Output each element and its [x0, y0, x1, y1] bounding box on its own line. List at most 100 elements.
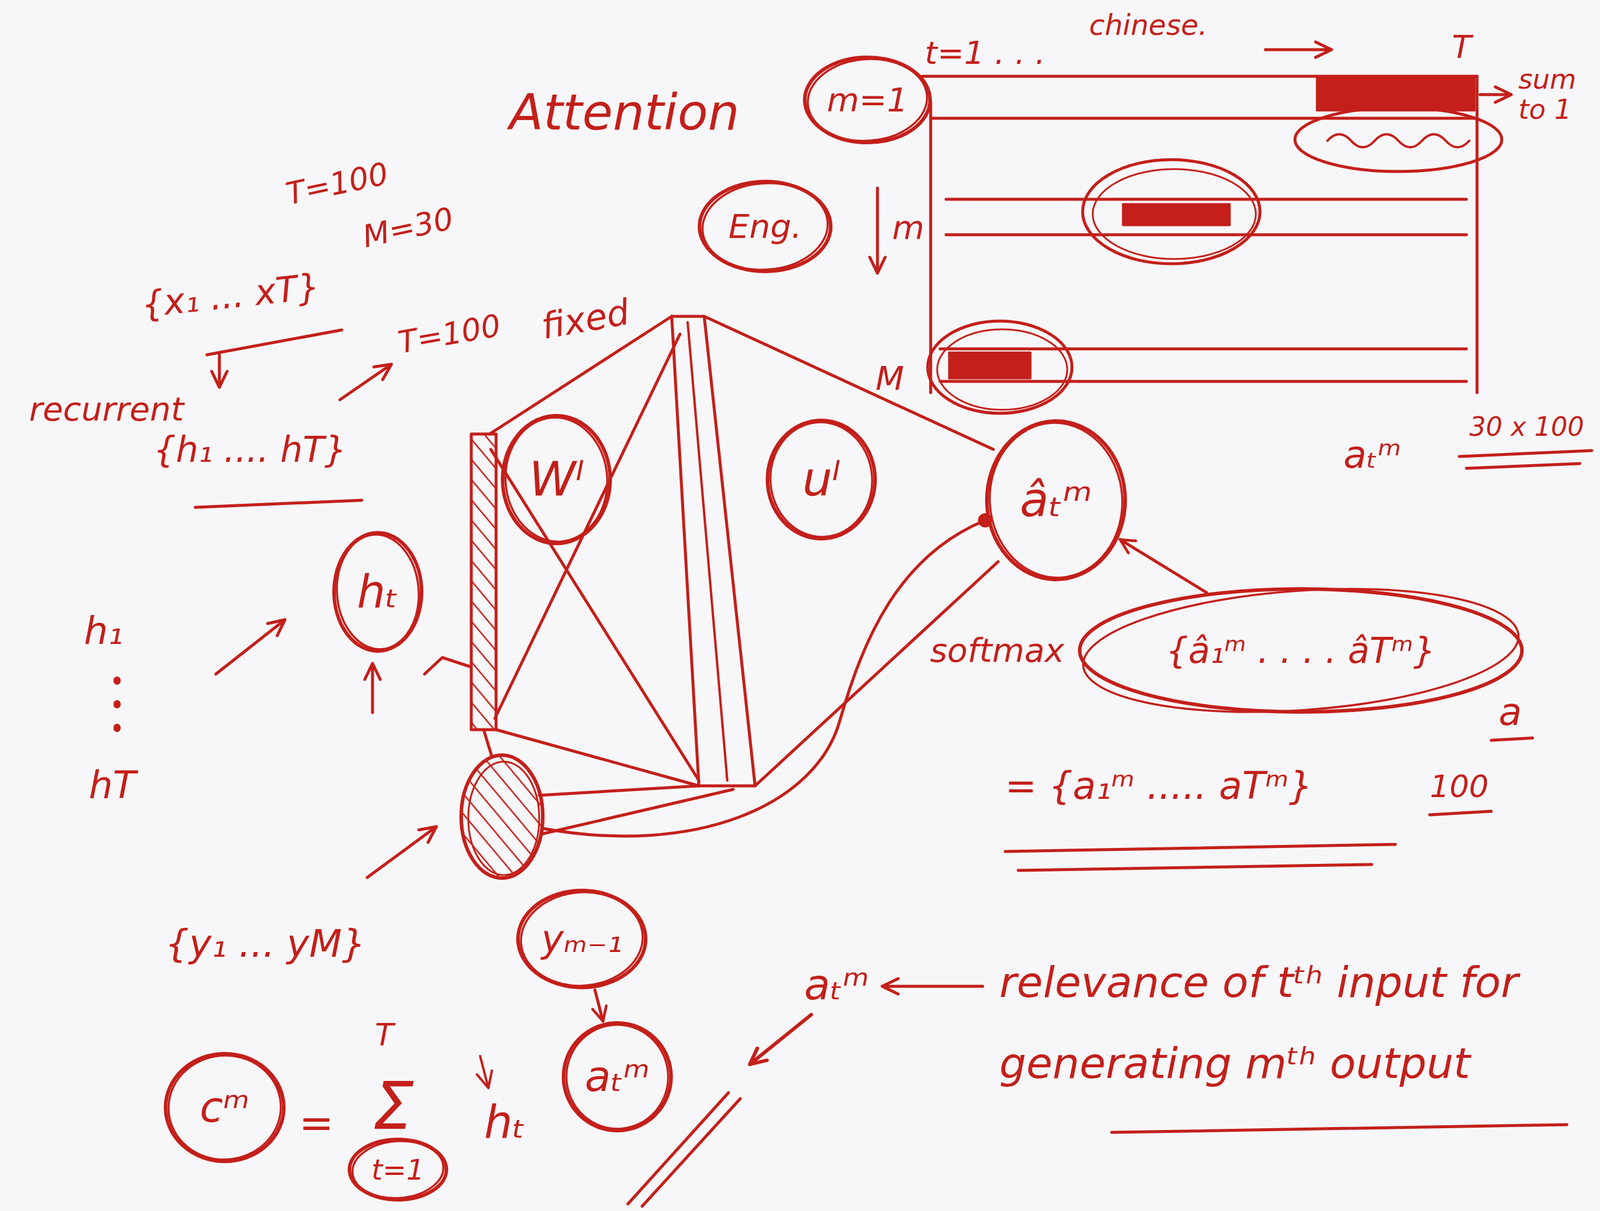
index-circle: m=1 [802, 54, 933, 145]
symbol: aₜᵐ [1343, 435, 1402, 475]
matrix-line [1475, 76, 1479, 393]
outline-ellipse [517, 888, 647, 990]
node-text: {â₁ᵐ . . . . âTᵐ} [1165, 630, 1436, 670]
matrix-line [930, 117, 1478, 121]
axis-label: m [892, 210, 925, 246]
node-text: aₜᵐ [584, 1053, 650, 1100]
highlight-ellipse [1082, 159, 1261, 264]
connector-stroke [424, 657, 472, 675]
underline [1005, 844, 1396, 871]
title: Attention [509, 86, 740, 139]
symbol: aₜᵐ [804, 962, 870, 1008]
outline-ellipse [562, 1021, 672, 1133]
ellipsis-dots [113, 679, 121, 729]
outline-ellipse [767, 420, 876, 539]
sequence: {y₁ ... yM} [164, 924, 367, 964]
node-text: cᵐ [199, 1083, 250, 1131]
highlight-ellipse [1294, 107, 1502, 172]
underline [206, 329, 342, 355]
underline [1459, 450, 1592, 469]
time-axis-label: t=1 . . . [924, 36, 1046, 71]
arrow [1479, 86, 1512, 103]
dimension: T=100 [395, 309, 503, 359]
equation: = [299, 1101, 335, 1146]
symbol: hₜ [484, 1098, 527, 1146]
note: sum to 1 [1518, 64, 1591, 125]
node-text: t=1 [371, 1154, 425, 1186]
outline-ellipse [164, 1051, 285, 1164]
note: recurrent [28, 392, 184, 427]
arrow [339, 364, 392, 400]
hidden-state-circle: hₜ [331, 530, 424, 654]
connector-arrow [594, 989, 604, 1022]
arrow [749, 1014, 812, 1065]
highlight-ellipse [1092, 169, 1256, 259]
outline-ellipse [766, 418, 876, 541]
dimension: M=30 [360, 202, 457, 254]
node-text: Wˡ [529, 453, 584, 506]
outline-ellipse [984, 418, 1128, 583]
outline-ellipse [1079, 575, 1523, 726]
arrow [477, 1056, 492, 1088]
arrow [1265, 41, 1332, 58]
outline-ellipse [1079, 588, 1522, 712]
arrow [882, 978, 983, 994]
ellipse-holder: {â₁ᵐ . . . . âTᵐ} [1077, 586, 1525, 715]
connector-arrow [1119, 539, 1207, 593]
node-text: hₜ [357, 567, 400, 617]
node-text: yₘ₋₁ [541, 918, 623, 960]
outline-ellipse [563, 1022, 672, 1131]
weight-circle: Wˡ [500, 413, 613, 546]
language-note: chinese. [1089, 10, 1208, 40]
attention-block [1316, 78, 1475, 111]
axis-label: M [875, 361, 905, 397]
dimension: 100 [1429, 770, 1489, 803]
outline-ellipse [332, 531, 423, 652]
node-text: Eng. [728, 208, 802, 245]
highlight-ellipse [927, 321, 1072, 414]
arrow [215, 619, 285, 675]
network-line [755, 561, 999, 786]
hidden-layer-bar [471, 433, 497, 730]
matrix-line [946, 198, 1467, 202]
node-text: m=1 [826, 81, 908, 119]
outline-ellipse [699, 179, 831, 274]
outline-ellipse [804, 54, 930, 145]
note: relevance of tᵗʰ input for generating mᵗ… [999, 941, 1531, 1104]
note: fixed [538, 293, 633, 346]
outline-ellipse [165, 1053, 284, 1162]
sum-symbol: Σ [372, 1072, 414, 1142]
sequence: {x₁ ... xT} [139, 267, 322, 324]
outline-ellipse [350, 1138, 446, 1202]
softmax-ellipse: softmax{â₁ᵐ . . . . âTᵐ} [930, 586, 1525, 715]
time-axis-label: T [1452, 30, 1472, 65]
hidden-layer [671, 316, 756, 786]
outline-ellipse [502, 415, 611, 544]
matrix-line [946, 233, 1467, 237]
matrix-line [940, 347, 1467, 351]
node-text: uˡ [802, 453, 841, 506]
weight-circle: uˡ [765, 418, 878, 542]
language-circle: Eng. [697, 179, 834, 274]
dimension: 30 x 100 [1469, 413, 1585, 441]
underline [1491, 737, 1533, 741]
emphasis-stroke [627, 1092, 741, 1207]
network-line [494, 334, 680, 719]
network-line [542, 789, 734, 834]
sequence: {h₁ .... hT} [153, 431, 348, 469]
symbol: a [1498, 692, 1522, 733]
score-circle: âₜᵐ [984, 418, 1128, 582]
arrow [367, 826, 437, 878]
context-circle: cᵐ [163, 1051, 287, 1164]
dimension: T=100 [283, 157, 391, 211]
underline [1429, 811, 1492, 815]
underline [1111, 1124, 1567, 1133]
concat-circle [461, 755, 543, 879]
network-line [483, 729, 492, 757]
equation: = {a₁ᵐ ..... aTᵐ} [1005, 766, 1314, 806]
matrix-line [940, 380, 1467, 384]
sum-limit: T [374, 1018, 394, 1052]
network-line [539, 785, 699, 796]
